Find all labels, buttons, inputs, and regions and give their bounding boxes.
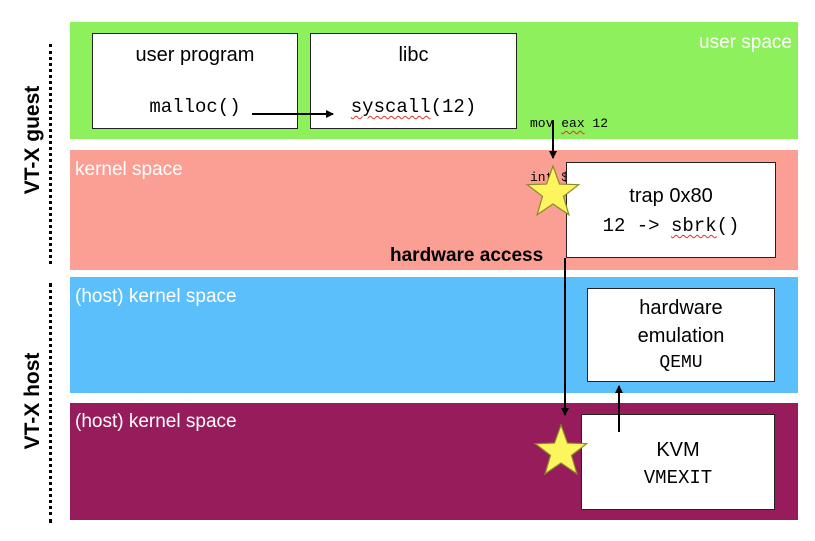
host-kernel-space-label-1: (host) kernel space [75, 286, 237, 307]
user-program-title: user program [135, 44, 255, 66]
libc-title: libc [398, 44, 429, 66]
asm-line-1: mov eax 12 [530, 116, 609, 131]
syscall-call: syscall(12) [311, 96, 516, 118]
vmexit-label: VMEXIT [643, 467, 713, 489]
kernel-space-label: kernel space [75, 159, 183, 180]
malloc-call: malloc() [149, 96, 241, 118]
qemu-label: QEMU [659, 353, 703, 373]
kvm-title: KVM [656, 439, 700, 461]
kvm-box: KVM VMEXIT [581, 414, 775, 510]
libc-box: libc syscall(12) [310, 33, 517, 129]
syscall-args: (12) [430, 96, 477, 118]
user-space-label: user space [699, 32, 792, 53]
trap-title: trap 0x80 [629, 185, 713, 207]
hardware-emulation-title-2: emulation [637, 325, 725, 347]
hardware-emulation-box: hardware emulation QEMU [587, 288, 775, 382]
hardware-emulation-title-1: hardware [639, 297, 723, 319]
vmexit-star-icon [533, 423, 589, 476]
trap-star-icon [525, 164, 581, 217]
host-divider-line [49, 283, 52, 523]
hardware-access-label: hardware access [390, 245, 544, 266]
syscall-fn: syscall [350, 96, 431, 118]
trap-mapping: 12 -> sbrk() [602, 215, 740, 237]
user-program-box: user program malloc() [92, 33, 298, 129]
guest-divider-line [49, 44, 52, 264]
host-kernel-space-label-2: (host) kernel space [75, 411, 237, 432]
trap-box: trap 0x80 12 -> sbrk() [566, 162, 776, 258]
